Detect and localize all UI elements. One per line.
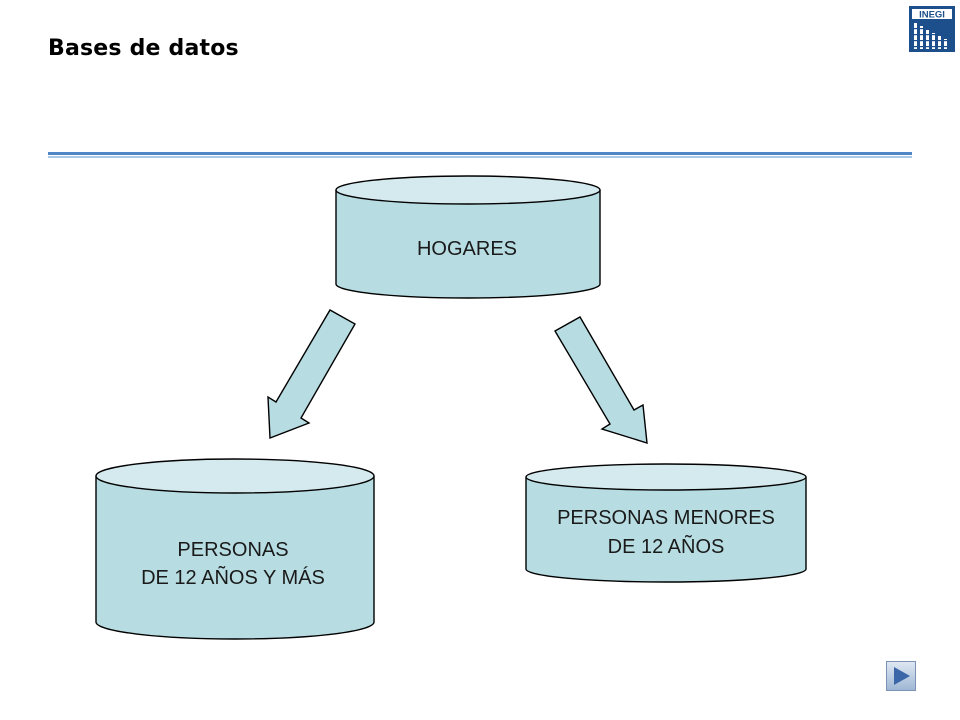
cylinder-label-hogares: HOGARES <box>417 238 517 260</box>
cylinder-personas-menores: PERSONAS MENORES DE 12 AÑOS <box>525 463 807 583</box>
cylinder-personas-12-mas: PERSONAS DE 12 AÑOS Y MÁS <box>95 458 375 640</box>
svg-text:INEGI: INEGI <box>919 10 945 21</box>
next-slide-button[interactable] <box>886 661 916 691</box>
cylinder-hogares: HOGARES <box>335 175 601 299</box>
arrow-down-left <box>267 309 356 440</box>
cylinder-label-menores-line2: DE 12 AÑOS <box>608 534 725 558</box>
inegi-logo: INEGI <box>909 6 955 52</box>
page-title: Bases de datos <box>48 36 239 61</box>
arrow-down-right <box>554 316 648 444</box>
header-divider <box>48 152 912 158</box>
cylinder-label-menores-line1: PERSONAS MENORES <box>557 507 775 529</box>
play-triangle-icon <box>894 667 910 685</box>
cylinder-label-personas-line2: DE 12 AÑOS Y MÁS <box>141 565 325 589</box>
cylinder-label-personas-line1: PERSONAS <box>177 539 288 561</box>
